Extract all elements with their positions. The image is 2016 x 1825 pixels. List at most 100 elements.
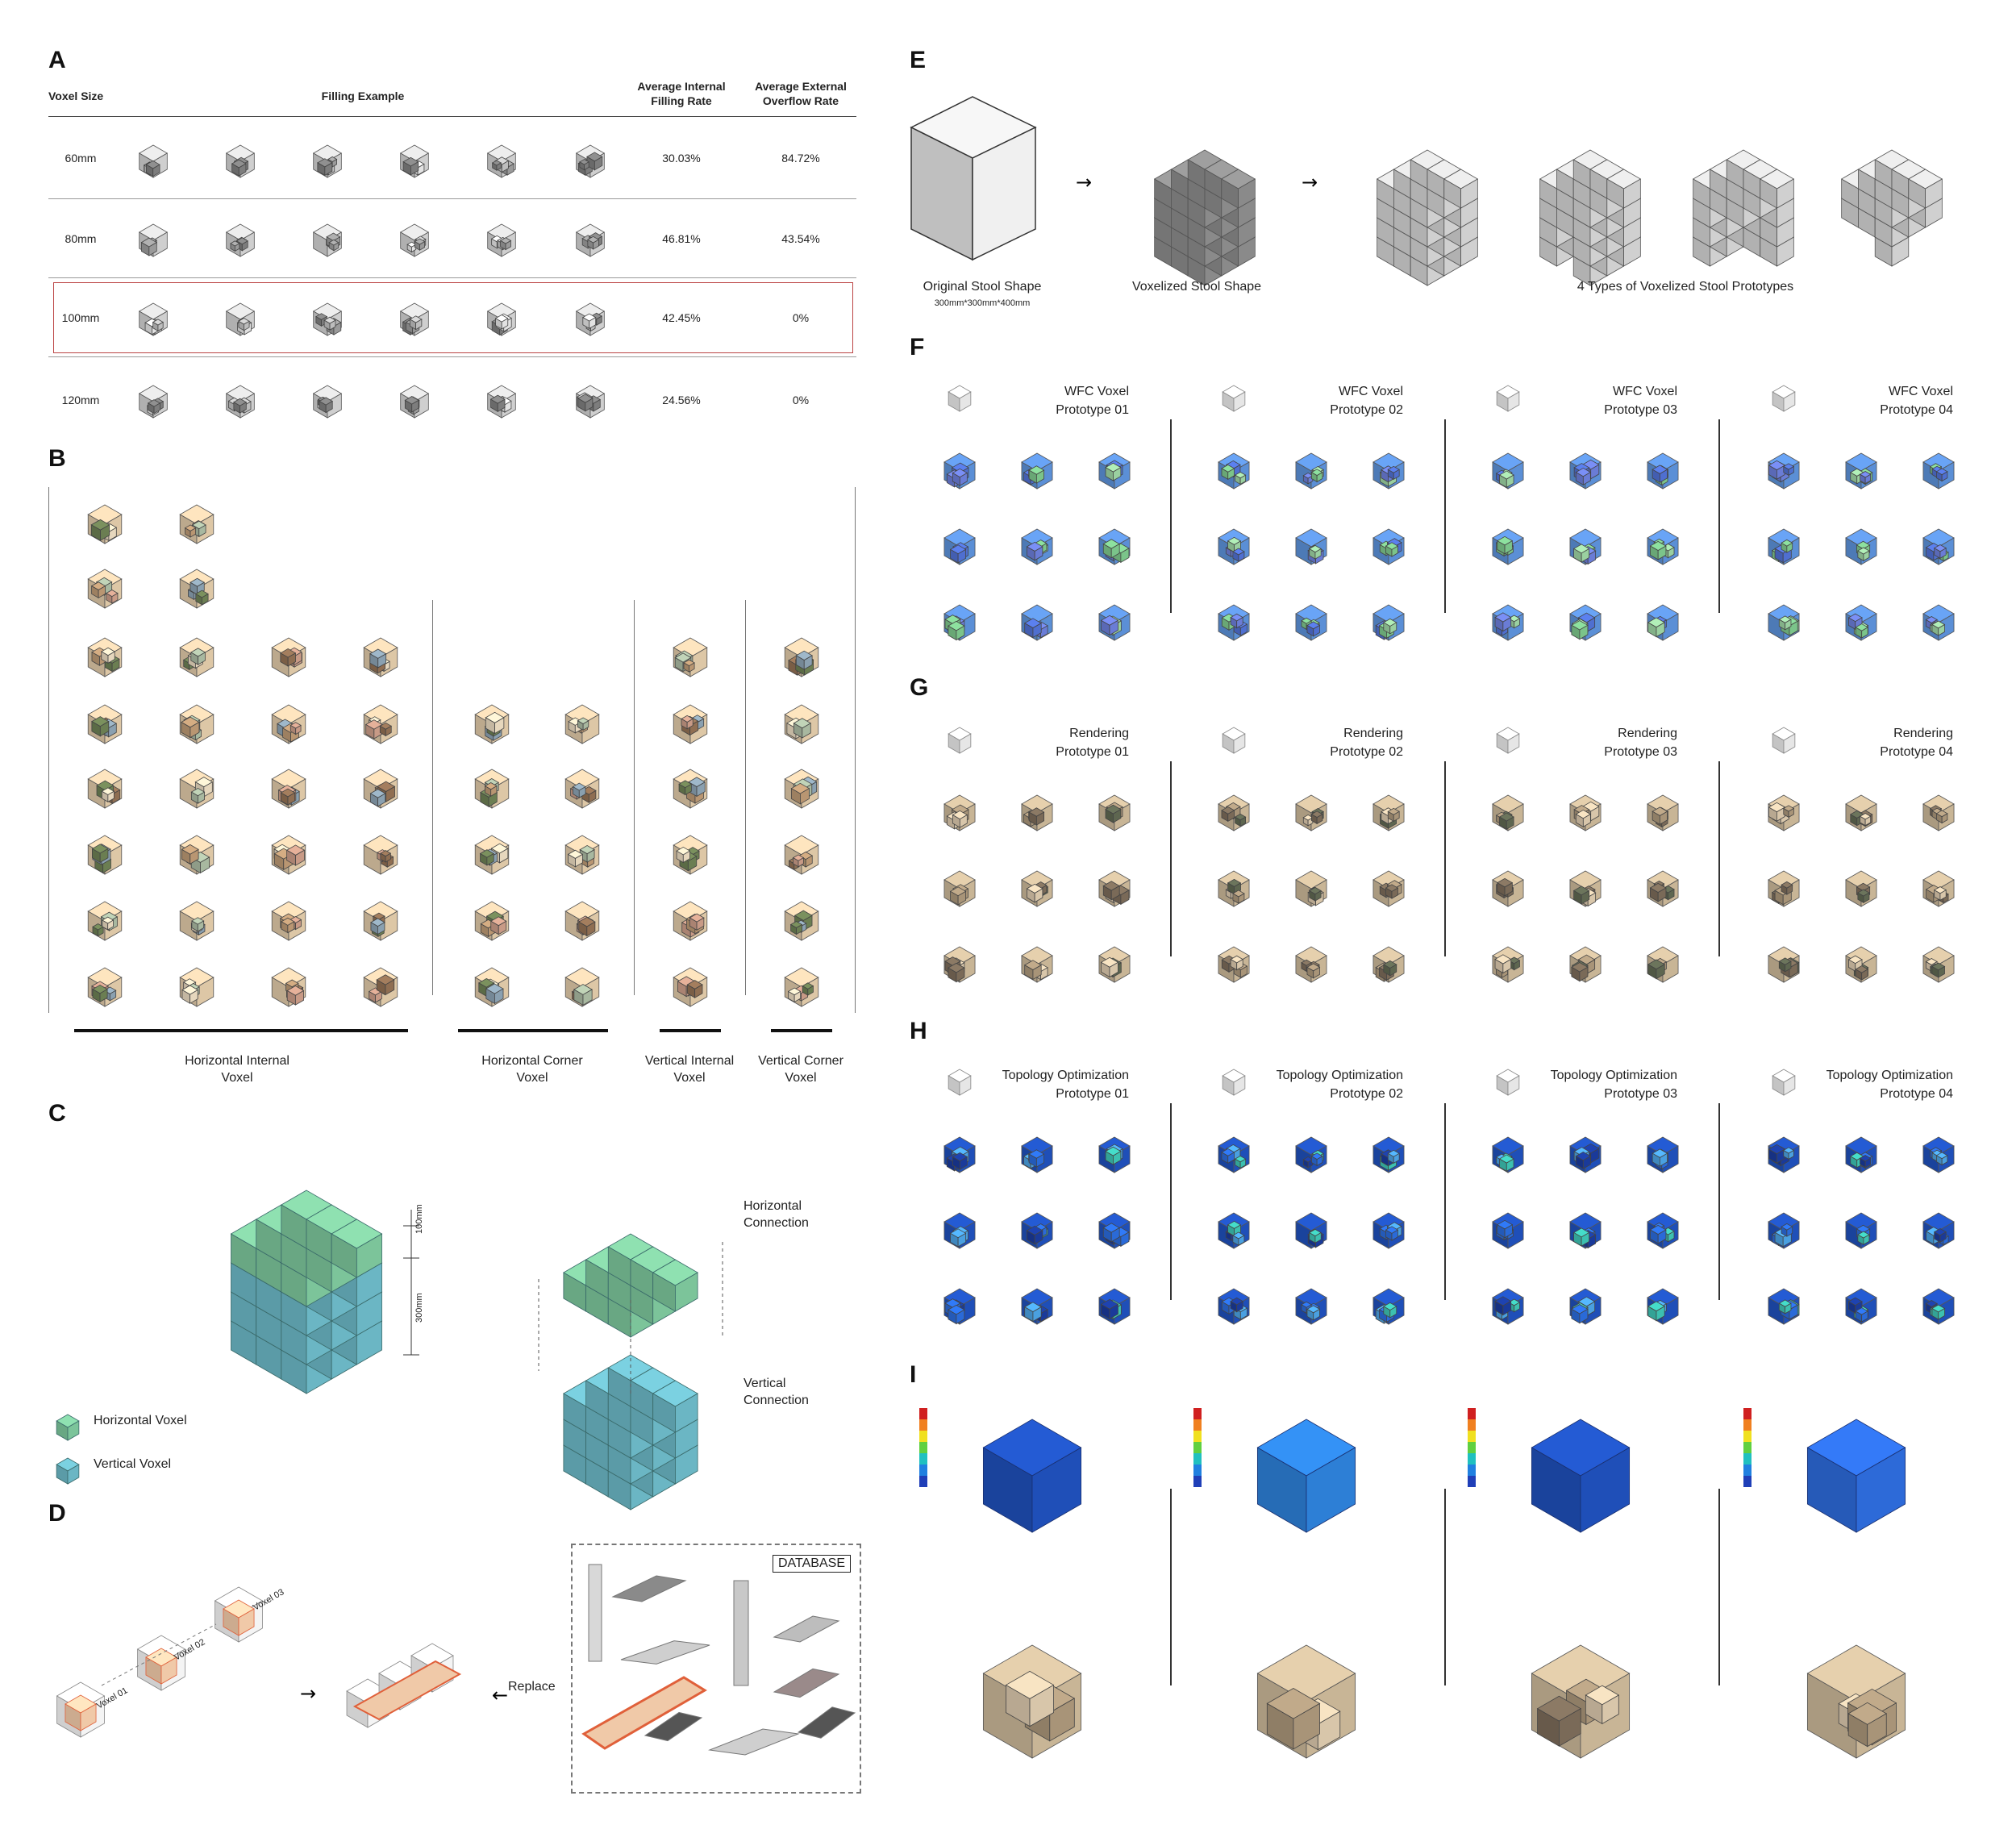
wfc-voxel-variant (1569, 528, 1602, 565)
filling-example-cube (312, 223, 343, 257)
voxel-block (1234, 813, 1247, 827)
voxel-block (1382, 960, 1397, 977)
row-internal-rate: 30.03% (662, 152, 701, 165)
panel-label-f: F (910, 334, 925, 360)
cube-right (582, 989, 593, 1006)
voxel-block (1230, 613, 1244, 629)
voxel-block (793, 718, 812, 739)
vertical-internal-voxel (673, 901, 708, 941)
cube-right (287, 921, 295, 934)
cube-right (99, 988, 108, 1003)
cube-right (98, 926, 104, 937)
voxel-block (1935, 1152, 1948, 1166)
horizontal-internal-voxel (271, 901, 306, 941)
cube-right (109, 990, 117, 1002)
final-stool-render (1256, 1644, 1356, 1759)
cube-right (111, 592, 119, 604)
topology-result (1492, 1212, 1524, 1249)
cube-right (803, 655, 813, 670)
rendered-stool (1098, 946, 1131, 983)
voxel-block (489, 916, 507, 935)
cube-right (594, 156, 603, 171)
vertical-internal-voxel (673, 967, 708, 1007)
voxel-block (1935, 468, 1948, 482)
cube-right (157, 321, 164, 332)
topology-result (1098, 1212, 1131, 1249)
wfc-voxel-variant (943, 528, 976, 565)
cube-right (234, 243, 240, 252)
voxel-block (485, 983, 504, 1005)
final-stool-render (1531, 1644, 1631, 1759)
horizontal-internal-voxel (87, 967, 123, 1007)
voxel-block (1234, 1155, 1247, 1169)
voxel-block (409, 315, 423, 331)
stress-legend-band (919, 1465, 927, 1476)
horizontal-internal-voxel (87, 769, 123, 809)
cube-right (107, 919, 114, 931)
filling-example-cube (225, 144, 256, 178)
horizontal-internal-voxel (271, 967, 306, 1007)
stress-legend-band (1743, 1476, 1752, 1487)
wfc-voxel-variant (1021, 452, 1053, 490)
cube-right (377, 922, 385, 935)
cube-right (238, 163, 247, 177)
cube-right (501, 318, 509, 330)
rendered-stool (1295, 870, 1327, 907)
rendered-stool (1218, 946, 1250, 983)
voxel-block (92, 923, 104, 937)
wfc-voxel-variant (1372, 528, 1405, 565)
stress-legend-band (1743, 1431, 1752, 1442)
rendered-stool (1768, 794, 1800, 831)
topology-result (1922, 1288, 1955, 1325)
wfc-voxel-variant (1845, 452, 1877, 490)
voxel-block (1221, 806, 1235, 823)
voxel-block (577, 916, 596, 937)
voxel-block (184, 524, 197, 538)
cube-right (241, 240, 248, 252)
topology-result (1492, 1136, 1524, 1173)
rendered-stool (1768, 870, 1800, 907)
rendered-stool (1372, 946, 1405, 983)
voxel-block (795, 650, 813, 670)
header-line: Overflow Rate (762, 94, 839, 108)
prototype-thumbnail (1772, 727, 1796, 754)
cube-right (377, 653, 387, 669)
filling-example-cube (225, 302, 256, 336)
horizontal-internal-voxel (363, 901, 398, 941)
horizontal-internal-voxel (271, 835, 306, 875)
wfc-voxel-variant (1218, 452, 1250, 490)
voxel-block (140, 237, 158, 256)
cube-right (586, 848, 595, 863)
voxel-block (686, 980, 703, 998)
voxel-block (1385, 1226, 1399, 1241)
voxel-block (181, 985, 199, 1004)
voxel-block (1221, 1148, 1235, 1165)
voxel-block (1308, 886, 1322, 902)
panel-label-b: B (48, 445, 66, 472)
rendered-stool (1647, 870, 1679, 907)
stress-legend-band (1468, 1408, 1476, 1419)
cube-right (385, 852, 391, 863)
cube-right (202, 593, 209, 606)
prototype-thumbnail (1772, 385, 1796, 412)
rendered-stool (943, 946, 976, 983)
cube-right (324, 162, 333, 177)
topology-result (1845, 1288, 1877, 1325)
horizontal-corner-voxel (474, 835, 510, 875)
topology-result (1218, 1136, 1250, 1173)
wfc-voxel-variant (1768, 452, 1800, 490)
table-rule (48, 277, 856, 278)
cube-right (198, 791, 205, 804)
row-external-rate: 0% (792, 311, 810, 324)
row-internal-rate: 46.81% (662, 232, 701, 245)
horizontal-internal-voxel (271, 769, 306, 809)
stress-legend-band (1468, 1431, 1476, 1442)
cube-right (696, 781, 706, 798)
stress-legend-band (1193, 1465, 1202, 1476)
filling-example-cube (399, 385, 430, 419)
voxel-block (1781, 539, 1793, 553)
voxel-block (190, 648, 206, 665)
wfc-voxel-variant (1098, 604, 1131, 641)
topology-result (1098, 1288, 1131, 1325)
fea-stress-model (1256, 1419, 1356, 1533)
